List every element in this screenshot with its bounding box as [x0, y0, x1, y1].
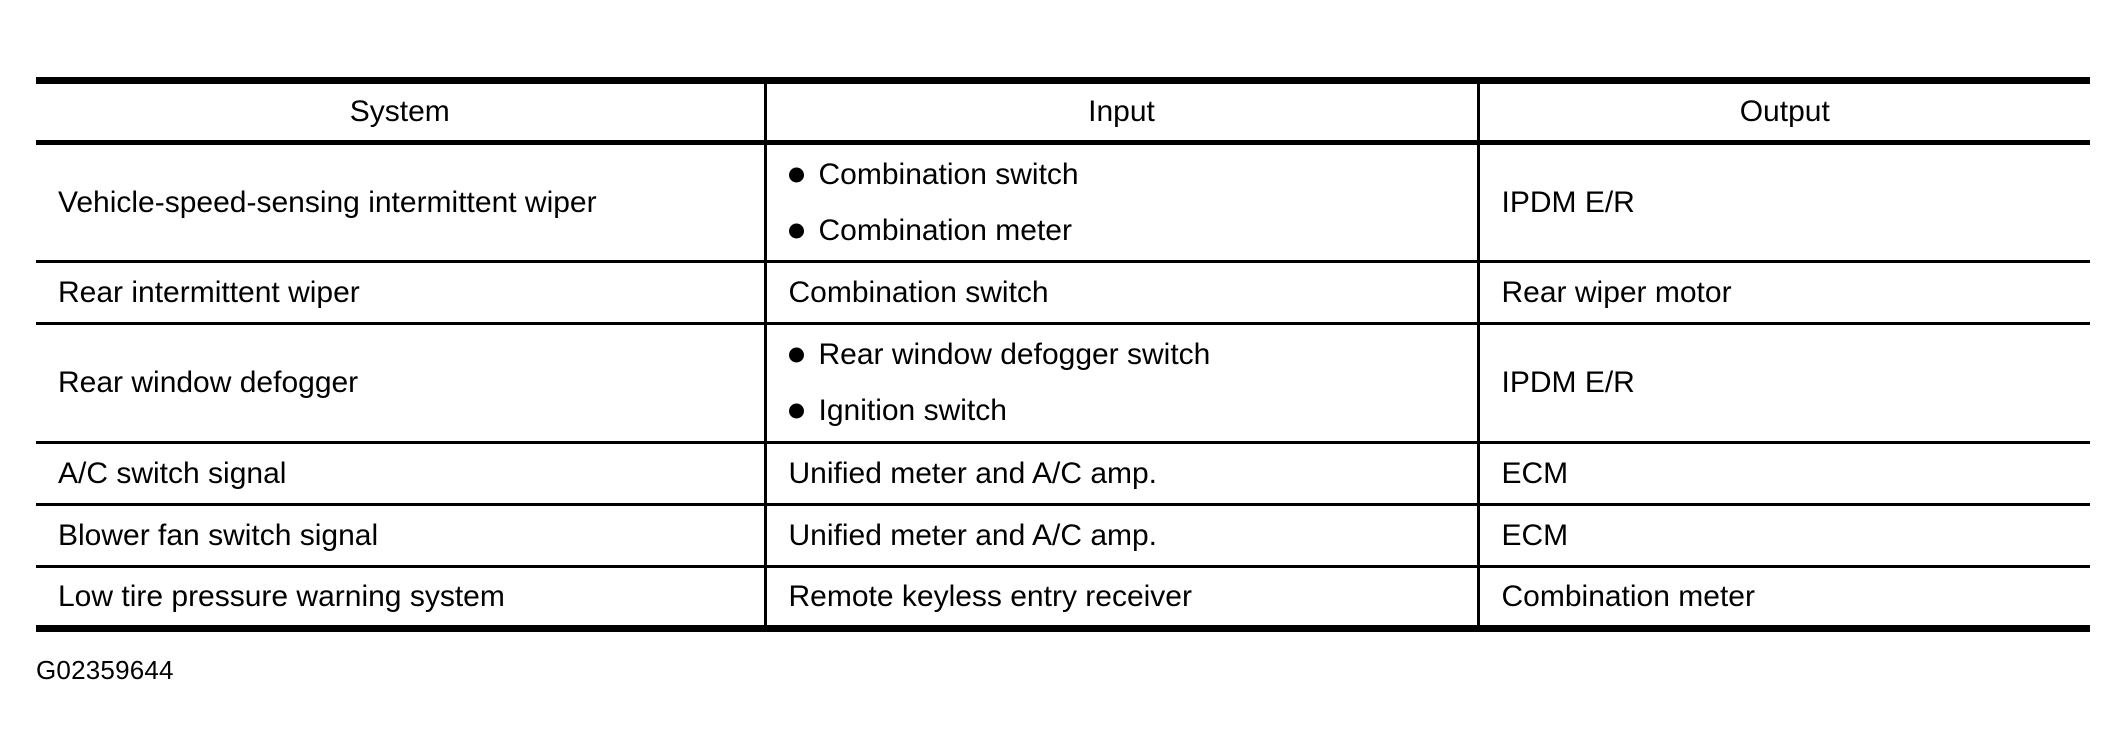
system-input-output-table-container: System Input Output Vehicle-speed-sensin…	[36, 77, 2090, 632]
bullet-icon	[788, 167, 804, 182]
cell-system: Low tire pressure warning system	[36, 565, 765, 632]
table-row: Blower fan switch signal Unified meter a…	[36, 503, 2090, 567]
list-item-label: Combination meter	[818, 213, 1072, 247]
cell-system: Rear intermittent wiper	[36, 260, 765, 324]
list-item-label: Rear window defogger switch	[818, 338, 1211, 371]
cell-output: ECM	[1476, 503, 2090, 567]
list-item: Ignition switch	[785, 390, 1477, 432]
bullet-icon	[788, 403, 804, 419]
cell-output: ECM	[1476, 441, 2090, 505]
cell-input: Combination switch	[763, 260, 1478, 324]
cell-output: IPDM E/R	[1476, 322, 2090, 443]
table-row: Rear window defogger Rear window defogge…	[36, 322, 2090, 443]
figure-id-caption: G02359644	[36, 655, 174, 685]
table-row: Vehicle-speed-sensing intermittent wiper…	[36, 141, 2090, 262]
list-item: Combination switch	[785, 154, 1477, 196]
table-row: Low tire pressure warning system Remote …	[36, 565, 2090, 632]
cell-input: Rear window defogger switch Ignition swi…	[763, 322, 1478, 443]
table-row: A/C switch signal Unified meter and A/C …	[36, 441, 2090, 505]
input-bullet-list: Combination switch Combination meter	[785, 154, 1477, 252]
cell-input: Unified meter and A/C amp.	[763, 503, 1478, 567]
cell-system: Rear window defogger	[36, 322, 765, 443]
table-body: Vehicle-speed-sensing intermittent wiper…	[36, 141, 2090, 632]
cell-system: Vehicle-speed-sensing intermittent wiper	[36, 141, 765, 262]
cell-output: IPDM E/R	[1476, 141, 2090, 262]
cell-system: Blower fan switch signal	[36, 503, 765, 567]
table-header-row: System Input Output	[36, 77, 2090, 145]
cell-input: Combination switch Combination meter	[763, 141, 1478, 262]
list-item-label: Combination switch	[818, 157, 1079, 191]
cell-input: Remote keyless entry receiver	[763, 565, 1478, 632]
cell-input: Unified meter and A/C amp.	[763, 441, 1478, 505]
table-row: Rear intermittent wiper Combination swit…	[36, 260, 2090, 324]
bullet-icon	[788, 223, 804, 238]
cell-output: Rear wiper motor	[1476, 260, 2090, 324]
input-bullet-list: Rear window defogger switch Ignition swi…	[785, 334, 1477, 432]
cell-system: A/C switch signal	[36, 441, 765, 505]
list-item: Rear window defogger switch	[785, 334, 1477, 376]
table-header: System Input Output	[36, 77, 2090, 145]
column-header-output: Output	[1476, 77, 2090, 145]
system-input-output-table: System Input Output Vehicle-speed-sensin…	[36, 77, 2090, 632]
cell-output: Combination meter	[1476, 565, 2090, 632]
list-item-label: Ignition switch	[818, 394, 1007, 427]
column-header-system: System	[36, 77, 765, 145]
column-header-input: Input	[763, 77, 1478, 145]
list-item: Combination meter	[785, 210, 1477, 252]
bullet-icon	[788, 347, 804, 363]
